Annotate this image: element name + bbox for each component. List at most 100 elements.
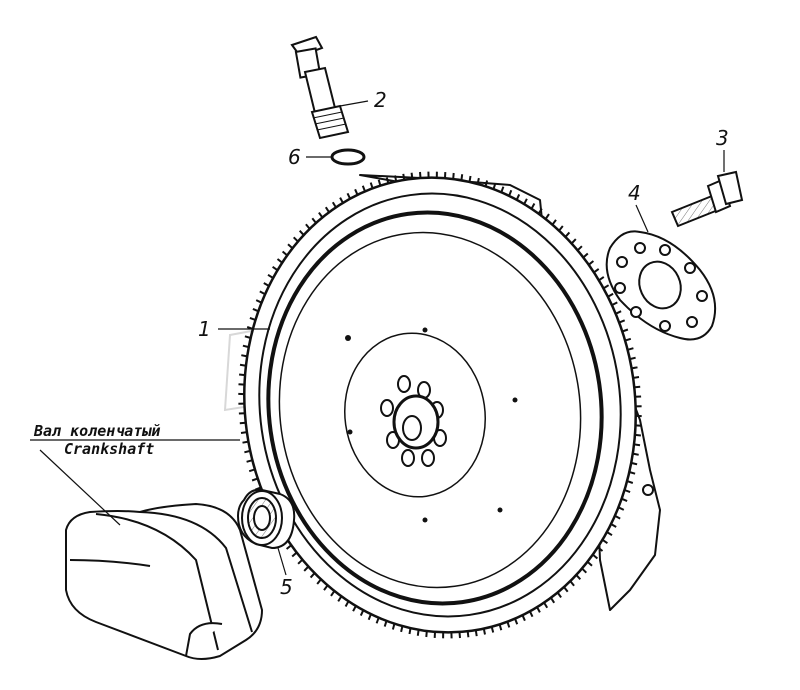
gear-tooth <box>569 580 575 587</box>
gear-tooth <box>500 186 505 193</box>
flywheel-face-ring <box>278 231 582 589</box>
gear-tooth <box>267 273 274 279</box>
gear-tooth <box>252 307 259 313</box>
gear-tooth <box>514 618 519 625</box>
flywheel-inner-rim <box>266 210 604 606</box>
gear-tooth <box>610 523 617 528</box>
gear-tooth <box>576 245 583 252</box>
gear-tooth <box>337 595 343 602</box>
gear-tooth <box>629 356 636 361</box>
gear-tooth <box>425 630 428 638</box>
gear-tooth <box>339 197 344 204</box>
gear-tooth <box>298 230 305 236</box>
gear-tooth <box>346 192 352 200</box>
gear-tooth <box>626 480 634 484</box>
gear-tooth <box>629 471 636 475</box>
callout-3-bolt: 3 <box>716 126 729 150</box>
ring-gear-teeth <box>238 171 642 639</box>
callout-6-o-ring: 6 <box>288 145 301 169</box>
gear-tooth <box>474 630 478 637</box>
gear-tooth <box>316 578 322 585</box>
gear-tooth <box>601 538 608 545</box>
gear-tooth <box>323 584 329 591</box>
gear-tooth <box>492 183 497 190</box>
flywheel-hub-ring <box>343 332 487 498</box>
crankshaft-caption-ru: Вал коленчатый <box>34 422 161 440</box>
gear-tooth <box>408 627 412 635</box>
gear-tooth <box>460 174 464 181</box>
gear-tooth <box>394 175 398 182</box>
gear-tooth <box>391 623 396 630</box>
crankshaft-caption-en: Crankshaft <box>64 440 155 458</box>
gear-tooth <box>452 172 455 180</box>
gear-tooth <box>570 238 577 245</box>
callout-2-pin: 2 <box>374 88 387 112</box>
gear-tooth <box>627 347 634 351</box>
gear-tooth <box>624 337 632 342</box>
gear-tooth <box>631 366 638 370</box>
gear-tooth <box>324 206 330 213</box>
gear-tooth <box>521 614 526 622</box>
gear-tooth <box>344 600 350 607</box>
leader-lines <box>30 100 725 576</box>
gear-tooth <box>248 468 256 473</box>
gear-tooth <box>632 452 639 456</box>
gear-tooth <box>383 620 388 627</box>
gear-tooth <box>563 586 569 593</box>
gear-tooth <box>593 268 600 274</box>
gear-tooth <box>419 171 422 179</box>
gear-tooth <box>630 461 638 466</box>
face-holes <box>345 327 518 523</box>
gear-tooth <box>259 290 266 296</box>
gear-tooth <box>377 179 382 186</box>
gear-tooth <box>582 252 589 259</box>
gear-tooth <box>292 236 299 243</box>
gear-tooth <box>276 258 283 264</box>
gear-tooth <box>618 319 626 324</box>
pin-part <box>290 35 350 140</box>
gear-tooth <box>588 260 595 266</box>
gear-tooth <box>506 621 511 628</box>
gear-tooth <box>544 213 550 220</box>
gear-tooth <box>592 553 599 560</box>
gear-tooth <box>242 344 250 349</box>
gear-tooth <box>468 175 472 183</box>
gear-tooth <box>249 316 256 321</box>
gear-tooth <box>632 376 640 379</box>
gear-tooth <box>597 546 604 552</box>
gear-tooth <box>551 219 557 226</box>
gear-tooth <box>611 301 618 306</box>
gear-tooth <box>598 276 605 282</box>
callout-1-flywheel: 1 <box>198 317 211 341</box>
callout-4-washer-plate: 4 <box>628 181 641 205</box>
gear-tooth <box>482 628 486 635</box>
gear-tooth <box>633 443 641 447</box>
hub-bolt-holes <box>380 375 447 467</box>
gear-tooth <box>621 328 629 333</box>
gear-tooth <box>318 212 324 219</box>
gear-tooth <box>400 625 404 633</box>
gear-tooth <box>564 231 571 238</box>
gear-tooth <box>634 433 641 437</box>
gear-tooth <box>240 431 248 434</box>
gear-tooth <box>607 292 614 298</box>
gear-tooth <box>359 609 365 617</box>
gear-tooth <box>297 558 304 565</box>
gear-tooth <box>251 477 259 482</box>
gear-tooth <box>556 591 562 598</box>
bearing-part <box>236 488 296 550</box>
gear-tooth <box>476 177 480 185</box>
crankshaft-part <box>65 502 264 660</box>
gear-tooth <box>515 193 521 201</box>
gear-tooth <box>543 602 549 609</box>
gear-tooth <box>375 617 380 624</box>
gear-tooth <box>244 449 251 454</box>
gear-tooth <box>528 610 534 618</box>
flywheel <box>238 171 642 639</box>
gear-tooth <box>575 574 582 580</box>
gear-tooth <box>239 363 247 367</box>
gear-tooth <box>523 198 528 205</box>
gear-tooth <box>614 514 621 520</box>
gear-tooth <box>291 551 298 558</box>
gear-tooth <box>558 225 564 232</box>
